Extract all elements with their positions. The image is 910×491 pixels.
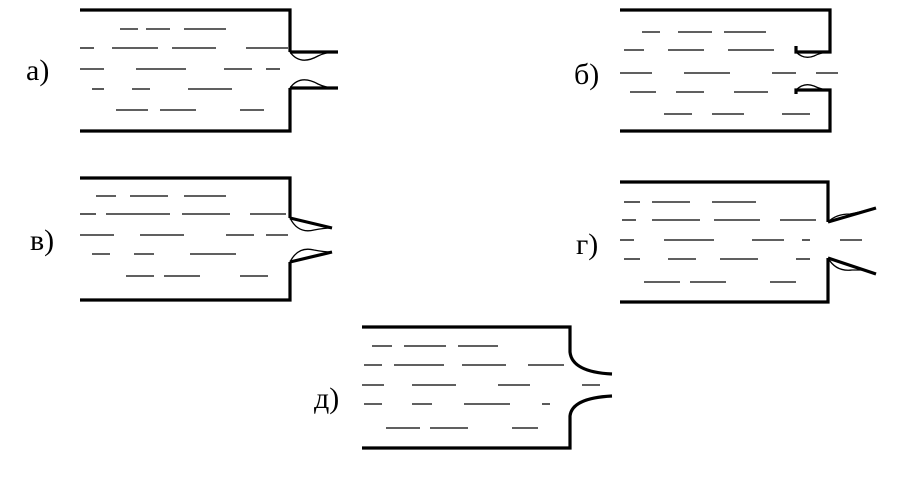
panel-label-g: г) (576, 228, 598, 261)
liquid-dashes-b (620, 31, 838, 115)
tank-wall-a (80, 8, 292, 133)
liquid-dashes-v (80, 195, 288, 277)
panel-b: б) (574, 8, 838, 133)
liquid-dashes-g (620, 201, 862, 283)
vena-contracta-bottom-g (827, 257, 866, 271)
tank-wall-g (620, 180, 830, 304)
nozzle-top-g (827, 206, 877, 224)
liquid-dashes-d (362, 345, 600, 429)
nozzle-bottom-v (289, 250, 333, 264)
vena-contracta-bottom-a (289, 79, 337, 89)
panel-label-a: а) (26, 54, 49, 87)
panel-g: г) (576, 180, 877, 304)
vena-contracta-top-g (827, 209, 869, 223)
liquid-dashes-a (80, 28, 288, 111)
tank-wall-v (80, 176, 292, 302)
panel-label-d: д) (314, 382, 339, 415)
tank-wall-d (362, 325, 613, 450)
panel-label-b: б) (574, 58, 599, 91)
nozzle-bottom-g (827, 256, 877, 276)
panel-v: в) (30, 176, 333, 302)
panel-d: д) (314, 325, 613, 450)
vena-contracta-bottom-v (289, 248, 333, 263)
vena-contracta-top-v (289, 217, 333, 232)
vena-contracta-top-a (289, 51, 337, 61)
panel-a: а) (26, 8, 338, 133)
nozzle-top-v (289, 216, 333, 230)
panel-label-v: в) (30, 224, 54, 257)
vena-contracta-bottom-b (795, 84, 831, 91)
tank-wall-b (620, 8, 832, 133)
vena-contracta-top-b (795, 51, 831, 58)
